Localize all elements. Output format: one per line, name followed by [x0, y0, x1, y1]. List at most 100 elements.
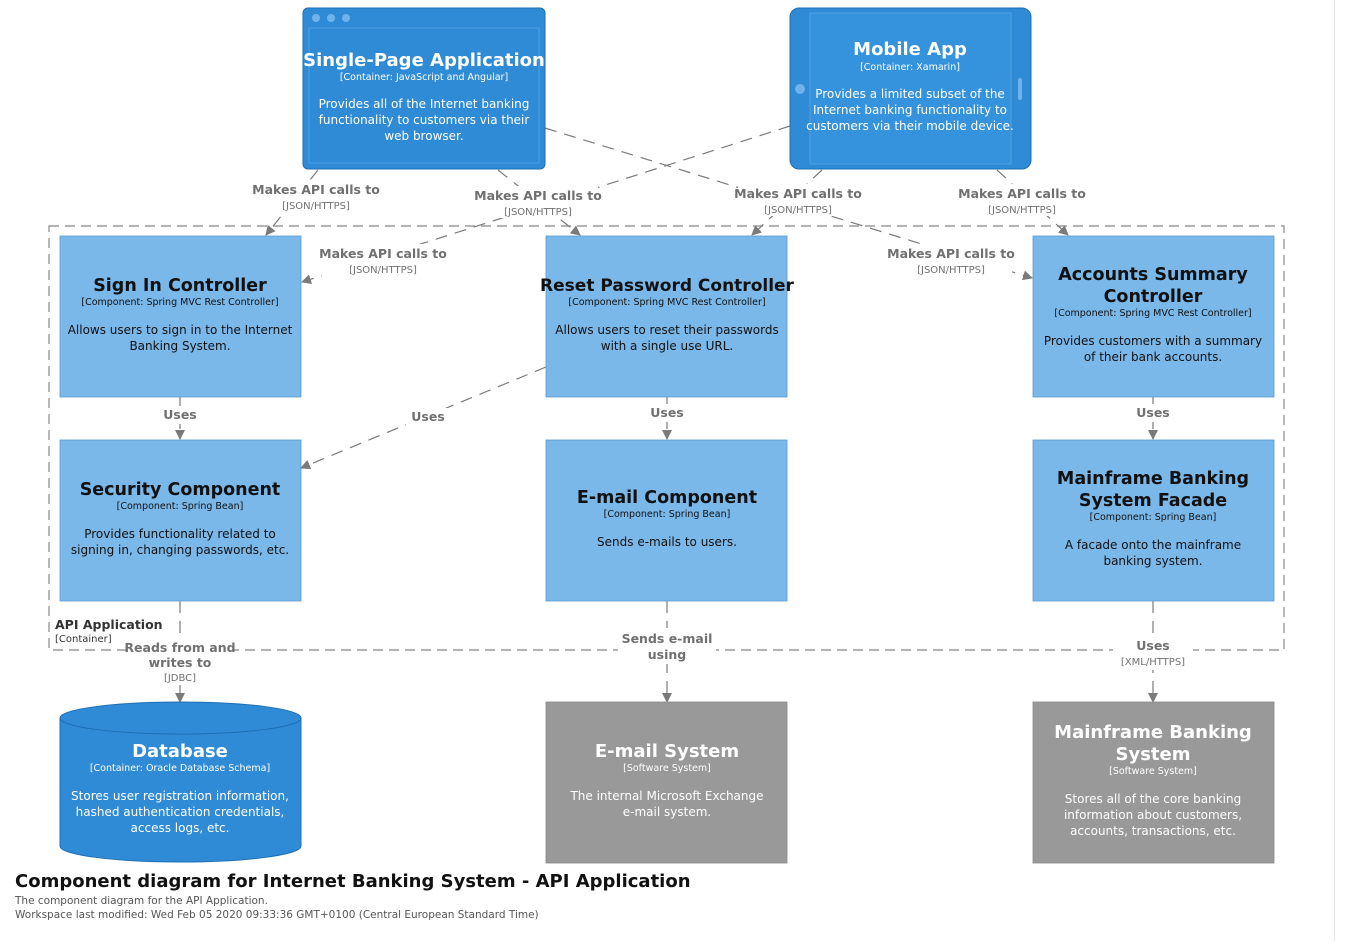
node-title: Mainframe Banking [1054, 722, 1252, 743]
home-button-icon [795, 84, 805, 94]
node-desc: Internet banking functionality to [813, 103, 1007, 117]
rel-label: Reads from and [124, 640, 235, 655]
node-desc: e-mail system. [623, 805, 711, 819]
node-desc: Banking System. [129, 339, 230, 353]
speaker-icon [1018, 78, 1022, 100]
security-component-node[interactable]: Security Component [Component: Spring Be… [59, 439, 302, 602]
edge-spa-reset [497, 169, 581, 236]
single-page-application-node[interactable]: Single-Page Application [Container: Java… [302, 7, 546, 170]
node-desc: banking system. [1103, 554, 1202, 568]
rel-tech: [JSON/HTTPS] [764, 205, 832, 216]
node-desc: web browser. [384, 129, 463, 143]
node-title: Database [132, 741, 228, 762]
node-type: [Component: Spring Bean] [604, 509, 731, 520]
panel-divider [1334, 0, 1335, 941]
node-desc: Provides functionality related to [84, 527, 276, 541]
edge-reset-security [300, 366, 547, 470]
rel-tech: [XML/HTTPS] [1121, 657, 1185, 668]
diagram-title: Component diagram for Internet Banking S… [15, 871, 691, 892]
rel-label: Uses [411, 409, 445, 424]
boundary-title: API Application [55, 617, 163, 632]
node-desc: Provides customers with a summary [1044, 334, 1262, 348]
rel-label: Uses [1136, 405, 1170, 420]
node-desc: A facade onto the mainframe [1065, 538, 1241, 552]
node-type: [Component: Spring Bean] [1090, 512, 1217, 523]
node-title: Security Component [80, 480, 281, 500]
rel-label: Makes API calls to [319, 246, 447, 261]
mainframe-banking-system-node[interactable]: Mainframe Banking System [Software Syste… [1032, 701, 1275, 864]
node-desc: with a single use URL. [601, 339, 733, 353]
node-title: Accounts Summary [1058, 265, 1248, 285]
node-type: [Container: JavaScript and Angular] [340, 72, 508, 83]
node-title: Controller [1104, 287, 1203, 307]
rel-label: Makes API calls to [474, 188, 602, 203]
sign-in-controller-node[interactable]: Sign In Controller [Component: Spring MV… [59, 235, 302, 398]
node-desc: access logs, etc. [131, 821, 230, 835]
edge-labels: Makes API calls to [JSON/HTTPS] Makes AP… [124, 181, 1193, 685]
rel-label: using [648, 647, 686, 662]
rel-tech: [JSON/HTTPS] [349, 265, 417, 276]
rel-label: Makes API calls to [734, 186, 862, 201]
node-desc: accounts, transactions, etc. [1070, 824, 1236, 838]
rel-tech: [JSON/HTTPS] [917, 265, 985, 276]
node-title: Mainframe Banking [1057, 469, 1249, 489]
reset-password-controller-node[interactable]: Reset Password Controller [Component: Sp… [540, 235, 795, 398]
accounts-summary-controller-node[interactable]: Accounts Summary Controller [Component: … [1032, 235, 1275, 398]
node-desc: hashed authentication credentials, [76, 805, 285, 819]
rel-label: Makes API calls to [958, 186, 1086, 201]
rel-label: Sends e-mail [622, 631, 713, 646]
rel-label: Makes API calls to [252, 182, 380, 197]
node-desc: Allows users to sign in to the Internet [68, 323, 293, 337]
node-desc: Stores user registration information, [71, 789, 289, 803]
rel-tech: [JSON/HTTPS] [988, 205, 1056, 216]
node-title: System Facade [1079, 491, 1227, 511]
node-desc: customers via their mobile device. [806, 119, 1014, 133]
email-component-node[interactable]: E-mail Component [Component: Spring Bean… [545, 439, 788, 602]
browser-dot-icon [312, 14, 320, 22]
browser-dot-icon [342, 14, 350, 22]
node-desc: Sends e-mails to users. [597, 535, 737, 549]
node-desc: Provides a limited subset of the [815, 87, 1005, 101]
rel-label: writes to [149, 655, 212, 670]
workspace-modified: Workspace last modified: Wed Feb 05 2020… [15, 909, 539, 921]
rel-label: Uses [163, 407, 197, 422]
rel-label: Uses [1136, 638, 1170, 653]
rel-tech: [JDBC] [164, 673, 196, 684]
email-system-node[interactable]: E-mail System [Software System] The inte… [545, 701, 788, 864]
node-desc: Stores all of the core banking [1065, 792, 1241, 806]
browser-dot-icon [327, 14, 335, 22]
node-type: [Component: Spring MVC Rest Controller] [1054, 308, 1251, 319]
node-title: System [1116, 744, 1191, 765]
node-type: [Component: Spring Bean] [117, 501, 244, 512]
node-title: Single-Page Application [303, 50, 545, 71]
node-desc: of their bank accounts. [1084, 350, 1222, 364]
node-desc: signing in, changing passwords, etc. [71, 543, 289, 557]
database-node[interactable]: Database [Container: Oracle Database Sch… [59, 701, 302, 863]
node-type: [Software System] [1109, 766, 1197, 777]
node-desc: Allows users to reset their passwords [555, 323, 778, 337]
node-title: Mobile App [853, 39, 967, 60]
node-type: [Component: Spring MVC Rest Controller] [81, 297, 278, 308]
node-title: Reset Password Controller [540, 276, 795, 296]
node-desc: functionality to customers via their [319, 113, 530, 127]
node-desc: information about customers, [1064, 808, 1242, 822]
mobile-app-node[interactable]: Mobile App [Container: Xamarin] Provides… [789, 7, 1032, 170]
node-type: [Container: Oracle Database Schema] [90, 763, 270, 774]
diagram-footer: Component diagram for Internet Banking S… [15, 871, 691, 922]
node-title: Sign In Controller [93, 276, 267, 296]
node-type: [Software System] [623, 763, 711, 774]
node-title: E-mail Component [577, 488, 757, 508]
node-type: [Container: Xamarin] [860, 62, 960, 73]
node-desc: The internal Microsoft Exchange [569, 789, 763, 803]
node-desc: Provides all of the Internet banking [319, 97, 530, 111]
node-title: E-mail System [595, 741, 739, 762]
mainframe-banking-facade-node[interactable]: Mainframe Banking System Facade [Compone… [1032, 439, 1275, 602]
rel-tech: [JSON/HTTPS] [282, 201, 350, 212]
rel-label: Uses [650, 405, 684, 420]
rel-label: Makes API calls to [887, 246, 1015, 261]
diagram-description: The component diagram for the API Applic… [15, 895, 268, 907]
node-type: [Component: Spring MVC Rest Controller] [568, 297, 765, 308]
boundary-subtitle: [Container] [55, 634, 112, 645]
rel-tech: [JSON/HTTPS] [504, 207, 572, 218]
